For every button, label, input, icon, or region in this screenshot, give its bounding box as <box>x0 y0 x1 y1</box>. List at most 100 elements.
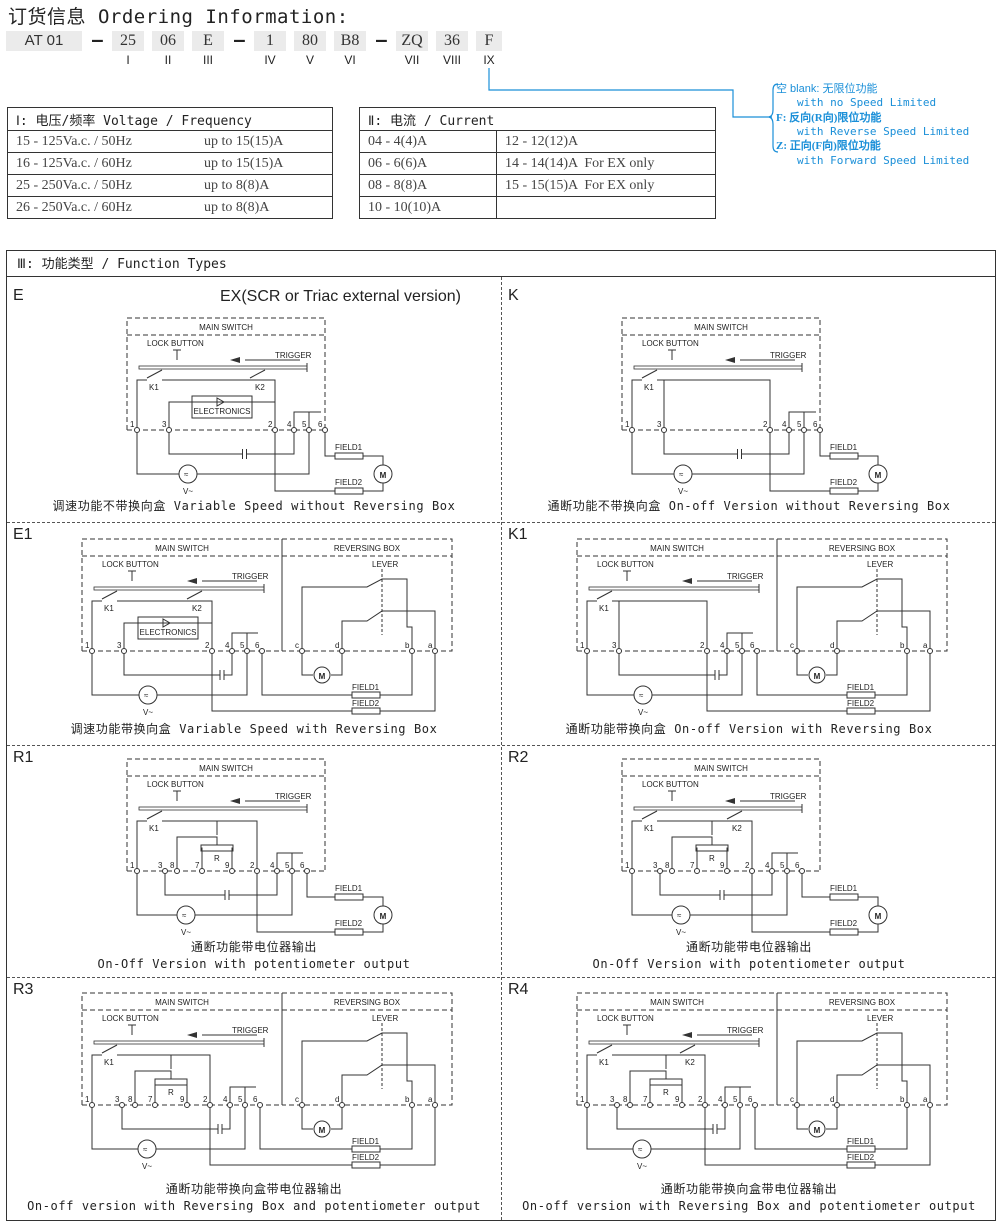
terminal-label: 3 <box>610 1095 615 1104</box>
terminal-5 <box>289 868 295 874</box>
function-code: R4 <box>508 981 529 998</box>
terminal-label: 3 <box>115 1095 120 1104</box>
ac-source-glyph: ≈ <box>677 911 682 920</box>
terminal-label: 7 <box>643 1095 648 1104</box>
cap-wire <box>164 874 225 896</box>
trigger-arrow-head <box>725 798 735 804</box>
caption-cn: 通断功能带换向盒带电位器输出 <box>660 1182 838 1196</box>
terminal-d <box>834 1102 840 1108</box>
terminal-label: b <box>405 1095 410 1104</box>
trigger-label: TRIGGER <box>727 572 764 581</box>
source-wire <box>631 433 674 475</box>
ac-source-glyph: ≈ <box>638 1145 643 1154</box>
field1-wire <box>324 433 335 457</box>
page-title: 订货信息 Ordering Information: <box>8 6 349 28</box>
terminal-label: 6 <box>255 641 260 650</box>
ac-source-icon <box>178 464 198 484</box>
motor-wire <box>331 654 343 676</box>
cell: 15 - 15(15)A For EX only <box>496 174 716 197</box>
motor-wire <box>796 654 808 676</box>
field1-icon <box>351 1145 381 1153</box>
roman-label: IX <box>483 53 495 67</box>
electronics-box <box>191 395 253 419</box>
reversing-contact-wire <box>796 1032 908 1105</box>
terminal-c <box>299 1102 305 1108</box>
main-switch-label: MAIN SWITCH <box>199 323 253 332</box>
terminal-label: 4 <box>225 641 230 650</box>
k1-contact <box>641 810 658 820</box>
wire-9 <box>726 847 728 871</box>
field2-icon <box>846 1161 876 1169</box>
terminal-7 <box>199 868 205 874</box>
field2-wire <box>363 924 384 933</box>
field2-wire <box>363 483 384 492</box>
field2-wire <box>211 654 436 712</box>
field1-icon <box>334 893 364 901</box>
main-switch-box <box>126 317 326 430</box>
source-label: V~ <box>678 487 688 496</box>
trigger-bar <box>588 1040 760 1045</box>
cap-wire <box>741 433 790 455</box>
trigger-bar <box>633 806 803 811</box>
field2-wire <box>704 1108 931 1166</box>
k1-wire <box>91 600 102 651</box>
field2-wire <box>751 874 830 933</box>
k1-contact <box>596 1044 613 1054</box>
ex-note: EX(SCR or Triac external version) <box>220 288 461 305</box>
cell: up to 8(8)A <box>196 196 334 219</box>
field1-icon <box>846 691 876 699</box>
field2-label: FIELD2 <box>352 1153 380 1162</box>
main-switch-label: MAIN SWITCH <box>694 764 748 773</box>
field1-wire <box>754 1108 908 1150</box>
field2-wire <box>858 924 879 933</box>
function-code: E <box>13 287 24 304</box>
k1-wire <box>136 379 147 430</box>
main-switch-label: MAIN SWITCH <box>199 764 253 773</box>
terminal-5 <box>242 1102 248 1108</box>
field2-label: FIELD2 <box>352 699 380 708</box>
field2-label: FIELD2 <box>830 478 858 487</box>
motor-wire <box>301 654 313 676</box>
field1-wire <box>259 1108 413 1150</box>
terminal-c <box>794 648 800 654</box>
wire-9 <box>231 847 233 871</box>
motor-label: M <box>380 912 387 921</box>
field2-icon <box>334 928 364 936</box>
trigger-bar <box>138 365 308 370</box>
code-part-9: F <box>476 31 502 51</box>
trigger-bar <box>93 1040 265 1045</box>
k1-label: K1 <box>599 1058 609 1067</box>
cap-wire <box>168 433 243 455</box>
code-dash: – <box>234 30 245 51</box>
field2-wire <box>769 433 830 492</box>
k1-label: K1 <box>104 604 114 613</box>
source-wire <box>156 1108 246 1150</box>
field2-label: FIELD2 <box>847 699 875 708</box>
terminal-label: d <box>830 641 834 650</box>
trigger-arrow-head <box>187 1032 197 1038</box>
terminal-label: 5 <box>797 420 802 429</box>
terminal-label: 1 <box>580 1095 585 1104</box>
electronics-label: ELECTRONICS <box>194 407 251 416</box>
cap-wire <box>719 654 728 676</box>
reversing-box <box>281 538 453 652</box>
field1-label: FIELD1 <box>847 1137 875 1146</box>
cap-wire <box>123 654 220 676</box>
terminal-label: 3 <box>117 641 122 650</box>
resistor-icon <box>154 1078 188 1086</box>
terminal-label: 8 <box>170 861 175 870</box>
terminal-label: d <box>335 641 339 650</box>
terminal-2 <box>702 1102 708 1108</box>
field2-label: FIELD2 <box>335 478 363 487</box>
source-label: V~ <box>676 928 686 937</box>
terminal-2 <box>767 427 773 433</box>
terminal-4 <box>786 427 792 433</box>
code-part-4: 1 <box>254 31 286 51</box>
source-wire <box>195 874 293 916</box>
cell: 14 - 14(14)A For EX only <box>496 152 716 175</box>
terminal-4 <box>722 1102 728 1108</box>
k2-label: K2 <box>192 604 202 613</box>
